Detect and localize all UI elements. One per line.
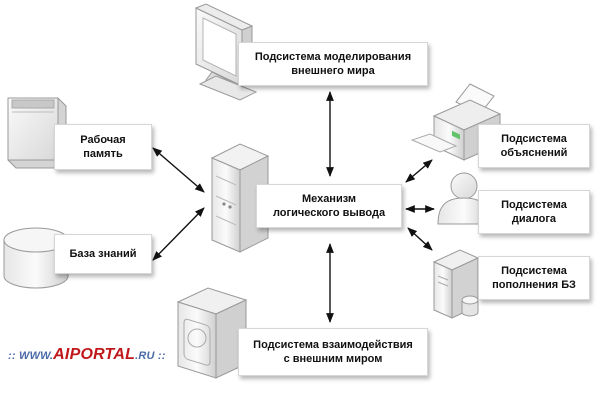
node-dialog-label: Подсистема диалога <box>501 199 567 225</box>
node-interaction-label: Подсистема взаимодействия с внешним миро… <box>253 339 413 365</box>
computer-tower-icon <box>432 249 480 319</box>
aiportal-watermark: :: WWW.AIPORTAL.RU :: <box>8 346 166 364</box>
arrow-inference-explanation <box>405 159 433 183</box>
node-dialog: Подсистема диалога <box>478 190 590 234</box>
node-explanation-label: Подсистема объяснений <box>500 133 568 159</box>
arrow-inference-kbupdate <box>407 227 433 251</box>
connectors <box>152 91 435 323</box>
watermark-brand: AIPORTAL <box>53 346 136 363</box>
node-working-memory: Рабочая память <box>54 124 152 170</box>
user-icon <box>437 172 491 225</box>
watermark-suffix: .RU :: <box>135 350 166 362</box>
node-modeling: Подсистема моделирования внешнего мира <box>238 42 428 86</box>
document-icon <box>7 97 67 169</box>
node-knowledge-base-label: База знаний <box>69 248 137 260</box>
node-kb-update-label: Подсистема пополнения БЗ <box>492 265 576 291</box>
monitor-icon <box>194 3 258 101</box>
arrow-kb-inference <box>152 207 205 261</box>
node-knowledge-base: База знаний <box>54 234 152 274</box>
node-interaction: Подсистема взаимодействия с внешним миро… <box>238 328 428 376</box>
watermark-prefix: :: WWW. <box>8 350 54 362</box>
node-inference-label: Механизм логического вывода <box>272 193 386 219</box>
node-inference: Механизм логического вывода <box>256 184 402 228</box>
node-working-memory-label: Рабочая память <box>80 134 126 160</box>
node-modeling-label: Подсистема моделирования внешнего мира <box>254 51 412 77</box>
node-kb-update: Подсистема пополнения БЗ <box>478 256 590 300</box>
arrow-memory-inference <box>152 147 205 193</box>
database-icon <box>3 227 69 289</box>
hardware-box-icon <box>176 287 248 379</box>
node-explanation: Подсистема объяснений <box>478 124 590 168</box>
server-icon <box>210 143 270 253</box>
